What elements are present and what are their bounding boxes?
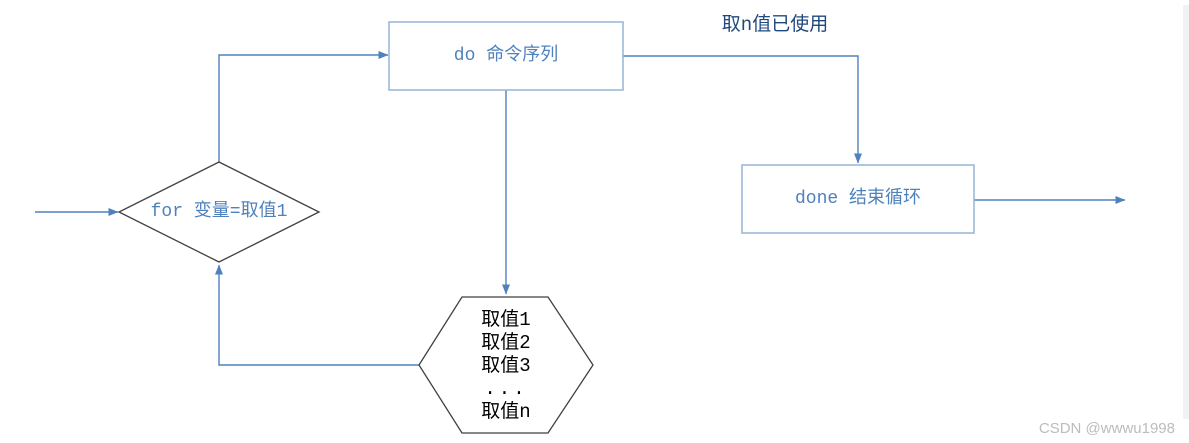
csdn-watermark: CSDN @wwwu1998	[1038, 420, 1175, 437]
done-box-label: done 结束循环	[794, 189, 921, 209]
do-box-shape	[388, 21, 624, 91]
hexagon-value-line: 取值n	[481, 401, 531, 423]
hexagon-values-list: 取值1 取值2 取值3 ... 取值n	[419, 309, 593, 424]
values-hexagon-shape	[418, 296, 594, 434]
done-box-shape	[741, 164, 975, 234]
do-to-done-connector	[623, 55, 862, 164]
hexagon-ellipsis: ...	[484, 378, 528, 400]
hexagon-value-line: 取值2	[481, 332, 531, 354]
do-box-label: do 命令序列	[453, 46, 559, 66]
diamond-to-do-connector	[218, 51, 389, 162]
for-diamond-label: for 变量=取值1	[150, 202, 288, 222]
hexagon-value-line: 取值3	[481, 355, 531, 377]
hexagon-to-diamond-connector	[215, 264, 419, 366]
right-scrollbar-track[interactable]	[1183, 5, 1189, 419]
hexagon-value-line: 取值1	[481, 309, 531, 331]
do-done-edge-label: 取n值已使用	[721, 14, 829, 36]
for-diamond-shape	[117, 161, 321, 263]
